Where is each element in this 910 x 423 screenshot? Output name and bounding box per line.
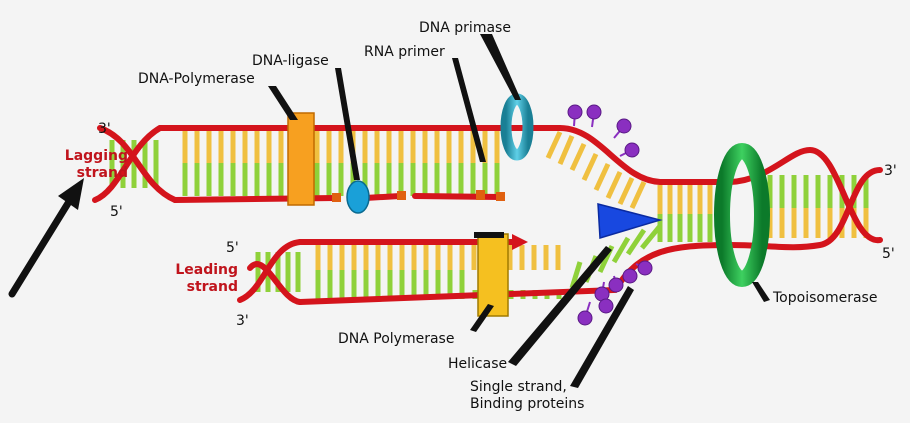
dna-polymerase-bottom-cap — [474, 232, 504, 238]
pointer-dna-ligase — [335, 68, 360, 180]
label-helicase: Helicase — [448, 356, 507, 372]
ssb-protein — [577, 310, 593, 326]
rna-primer-block — [397, 191, 406, 200]
end-label-leading-3: 3' — [236, 313, 249, 329]
base-pair-rung — [640, 224, 662, 250]
pointer-ssb — [570, 286, 634, 388]
pointer-dna-polymerase-bottom — [470, 304, 494, 332]
label-dna-primase: DNA primase — [419, 20, 511, 36]
dna-ligase — [346, 180, 370, 214]
end-label-lagging-3: 3' — [98, 121, 111, 137]
base-pair-rung — [605, 170, 623, 200]
base-pairs — [109, 130, 869, 299]
base-pair-rung — [545, 130, 563, 160]
label-dna-polymerase-top: DNA-Polymerase — [138, 71, 255, 87]
label-dna-ligase: DNA-ligase — [252, 53, 329, 69]
base-pair-rung — [569, 261, 583, 289]
pointer-topoisomerase — [752, 282, 770, 302]
ssb-protein — [586, 104, 602, 120]
label-ssb-line2: Binding proteins — [470, 396, 584, 412]
end-label-leading-5: 5' — [226, 240, 239, 256]
label-lagging-strand-line2: strand — [77, 165, 128, 181]
label-dna-polymerase-bottom: DNA Polymerase — [338, 331, 454, 347]
label-rna-primer: RNA primer — [364, 44, 445, 60]
end-label-right-5: 5' — [882, 246, 895, 262]
lagging-strand-arrow — [8, 178, 84, 298]
ssb-protein — [624, 142, 640, 158]
pointer-dna-primase — [480, 34, 521, 100]
base-pair-rung — [629, 180, 647, 210]
lagging-fragment-3 — [412, 193, 503, 200]
labels: DNA primase RNA primer DNA-ligase DNA-Po… — [65, 20, 897, 412]
rna-primer-block — [476, 190, 485, 200]
helicase — [597, 203, 663, 239]
lagging-helix-strand-b — [97, 125, 178, 203]
leading-strand-arrowhead — [512, 234, 528, 250]
lagging-fragment-2 — [362, 193, 403, 201]
base-pair-rung — [617, 176, 635, 206]
ssb-protein — [622, 268, 638, 284]
end-label-lagging-5: 5' — [110, 204, 123, 220]
label-ssb-line1: Single strand, — [470, 379, 567, 395]
pointer-rna-primer — [452, 58, 486, 162]
dna-polymerase-top — [287, 112, 315, 206]
end-label-right-3: 3' — [884, 163, 897, 179]
base-pair-rung — [581, 152, 599, 182]
base-pair-rung — [569, 142, 587, 172]
right-helix-strand-a — [727, 146, 883, 244]
lagging-parental-strand — [157, 125, 733, 185]
rna-primer-block — [496, 192, 505, 201]
pointer-lines — [268, 34, 770, 388]
label-topoisomerase: Topoisomerase — [772, 290, 877, 306]
leading-helix-strand-b — [247, 261, 303, 305]
dna-polymerase-bottom — [477, 233, 509, 317]
ssb-protein — [598, 298, 614, 314]
ssb-protein — [637, 260, 653, 276]
ssb-protein — [616, 118, 632, 134]
rna-primers — [332, 190, 505, 202]
base-pair-rung — [593, 162, 611, 192]
label-leading-strand-line1: Leading — [175, 262, 238, 278]
label-lagging-strand-line1: Lagging — [65, 148, 128, 164]
single-strand-binding-proteins — [567, 104, 653, 326]
pointer-dna-polymerase-top — [268, 86, 298, 120]
rna-primer-block — [332, 193, 341, 202]
topoisomerase — [714, 143, 770, 287]
base-pair-rung — [611, 236, 631, 264]
label-leading-strand-line2: strand — [187, 279, 238, 295]
base-pair-rung — [625, 228, 647, 256]
ssb-protein — [567, 104, 583, 120]
base-pair-rung — [557, 135, 575, 165]
ssb-protein — [608, 277, 624, 293]
pointer-helicase — [508, 246, 612, 366]
lagging-helix-strand-a — [92, 125, 163, 203]
